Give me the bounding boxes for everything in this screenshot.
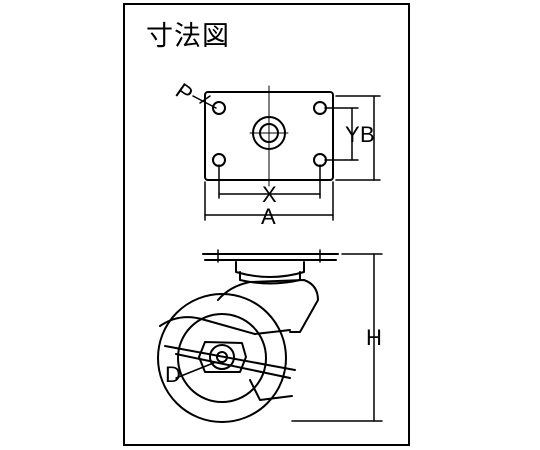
label-b: B: [360, 122, 375, 147]
p-leader: [192, 95, 217, 109]
label-p: P: [171, 78, 197, 107]
label-x: X: [262, 182, 277, 207]
yb-dimensions: [324, 95, 381, 181]
xa-dimensions: [204, 164, 334, 221]
top-plate-view: [204, 85, 334, 187]
drawing-title: 寸法図: [146, 21, 230, 52]
label-a: A: [261, 204, 276, 229]
label-h: H: [366, 325, 382, 350]
h-dimension: [291, 253, 383, 422]
caster-side-view: [157, 249, 339, 423]
label-y: Y: [345, 122, 360, 147]
label-d: D: [165, 362, 181, 387]
